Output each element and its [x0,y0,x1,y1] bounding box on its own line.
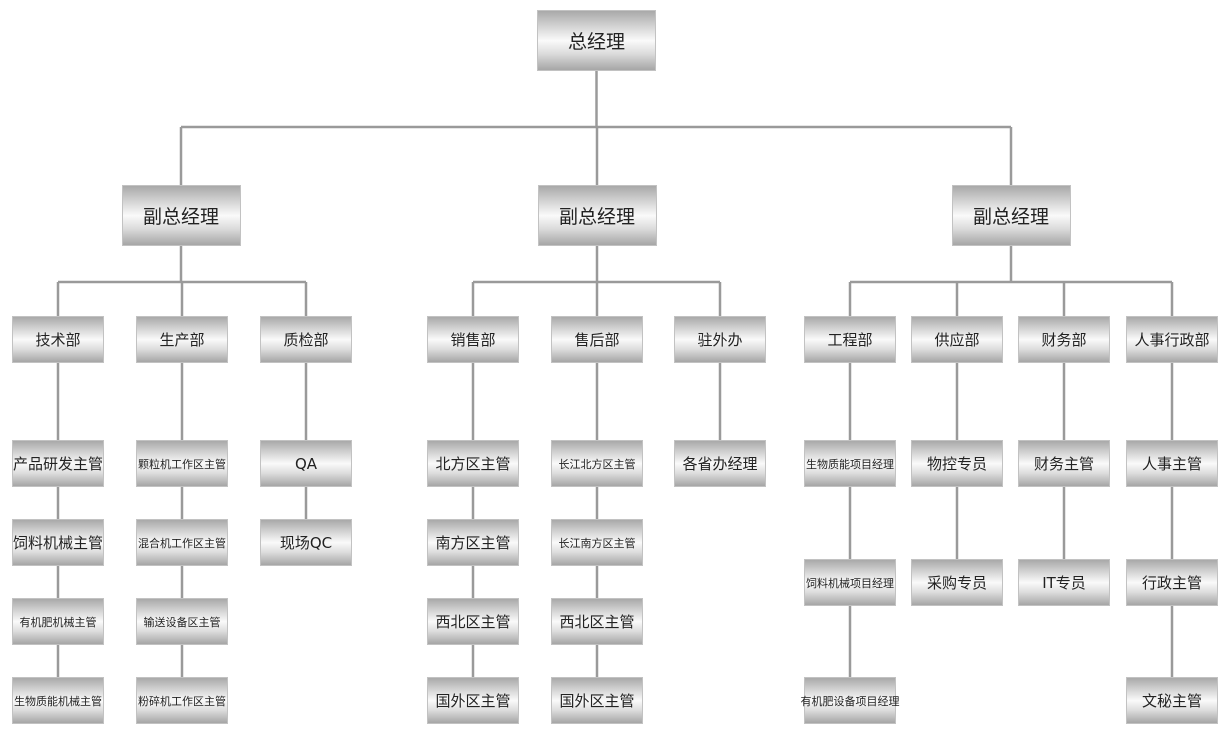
position-box: 物控专员 [911,440,1003,487]
vp-box: 副总经理 [121,185,241,246]
position-box: 西北区主管 [427,598,519,645]
position-box: 饲料机械项目经理 [804,559,896,606]
position-box: 粉碎机工作区主管 [136,677,228,724]
position-box: 人事主管 [1126,440,1218,487]
dept-box: 生产部 [136,316,228,363]
position-box: 生物质能机械主管 [12,677,104,724]
dept-box: 驻外办 [674,316,766,363]
position-box: 输送设备区主管 [136,598,228,645]
position-box: 南方区主管 [427,519,519,566]
position-box: 颗粒机工作区主管 [136,440,228,487]
position-box: 饲料机械主管 [12,519,104,566]
position-box: 北方区主管 [427,440,519,487]
position-box: 长江南方区主管 [551,519,643,566]
position-box: 有机肥设备项目经理 [801,677,900,724]
position-box: 文秘主管 [1126,677,1218,724]
root-box: 总经理 [537,10,656,71]
position-box: 产品研发主管 [12,440,104,487]
position-box: 混合机工作区主管 [136,519,228,566]
dept-box: 财务部 [1018,316,1110,363]
dept-box: 工程部 [804,316,896,363]
dept-box: 销售部 [427,316,519,363]
position-box: 生物质能项目经理 [804,440,896,487]
dept-box: 质检部 [260,316,352,363]
dept-box: 售后部 [551,316,643,363]
dept-box: 供应部 [911,316,1003,363]
position-box: 财务主管 [1018,440,1110,487]
dept-box: 技术部 [12,316,104,363]
position-box: 国外区主管 [427,677,519,724]
position-box: 西北区主管 [551,598,643,645]
dept-box: 人事行政部 [1126,316,1218,363]
position-box: 国外区主管 [551,677,643,724]
vp-box: 副总经理 [951,185,1071,246]
position-box: 现场QC [260,519,352,566]
position-box: 有机肥机械主管 [12,598,104,645]
position-box: QA [260,440,352,487]
position-box: 长江北方区主管 [551,440,643,487]
position-box: 采购专员 [911,559,1003,606]
vp-box: 副总经理 [537,185,657,246]
position-box: IT专员 [1018,559,1110,606]
position-box: 行政主管 [1126,559,1218,606]
position-box: 各省办经理 [674,440,766,487]
